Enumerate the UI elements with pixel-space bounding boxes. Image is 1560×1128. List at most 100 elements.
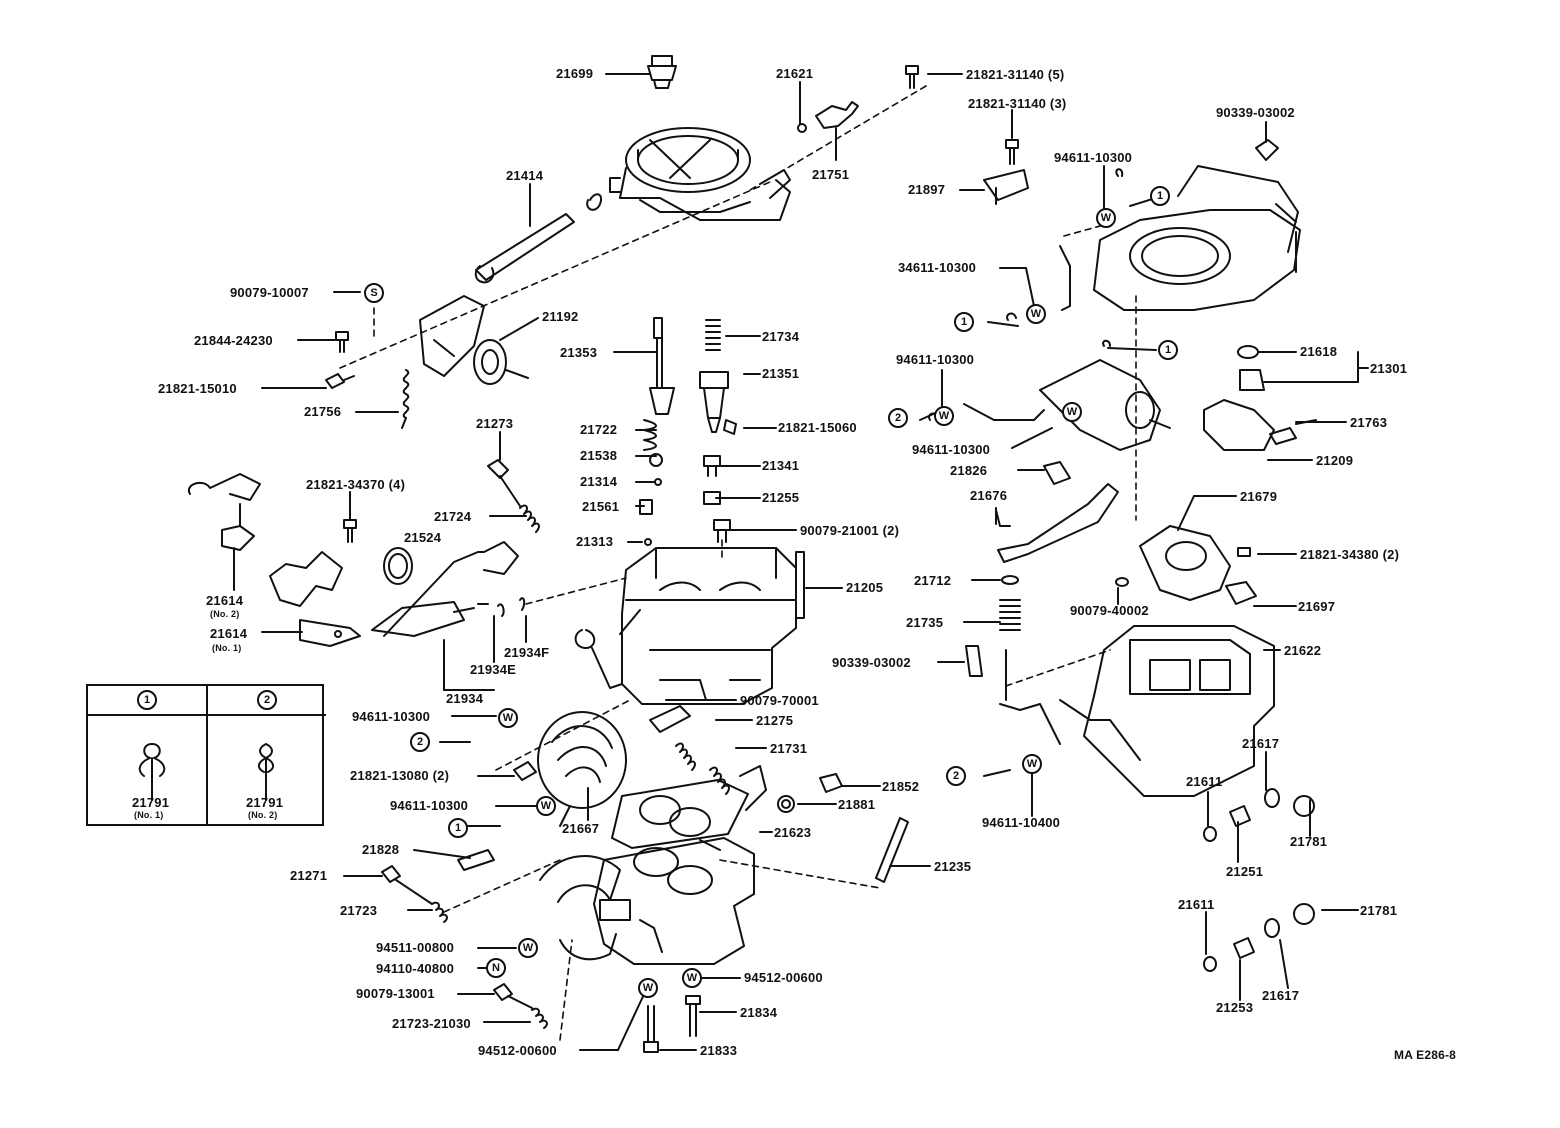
part-label: 90339-03002: [832, 655, 911, 670]
legend-col-1: 1 21791 (No. 1): [88, 686, 206, 824]
part-label: 21617: [1242, 736, 1280, 751]
legend-divider: [206, 686, 208, 824]
part-label: 21667: [562, 821, 600, 836]
part-note: (No. 1): [212, 643, 242, 653]
part-label: 21881: [838, 797, 876, 812]
part-label: 21723-21030: [392, 1016, 471, 1031]
part-label: 21833: [700, 1043, 738, 1058]
part-label: 21275: [756, 713, 794, 728]
part-label: 94611-10400: [982, 815, 1061, 830]
part-label: 21821-34370 (4): [306, 477, 406, 492]
part-label: 21255: [762, 490, 800, 505]
part-label: 21192: [542, 309, 579, 324]
part-label: 90079-70001: [740, 693, 819, 708]
part-label: 21734: [762, 329, 800, 344]
part-label: 90339-03002: [1216, 105, 1295, 120]
part-label: 94611-10300: [896, 352, 975, 367]
part-label: 21756: [304, 404, 342, 419]
part-label: 21821-31140 (5): [966, 67, 1065, 82]
clip1-marker: 1: [954, 312, 974, 332]
part-label: 21524: [404, 530, 442, 545]
part-label: 94611-10300: [1054, 150, 1133, 165]
clip1-marker: 1: [1158, 340, 1178, 360]
part-label: 90079-10007: [230, 285, 309, 300]
part-label: 21617: [1262, 988, 1300, 1003]
part-label: 21852: [882, 779, 920, 794]
washer-marker: W: [518, 938, 538, 958]
part-label: 21538: [580, 448, 618, 463]
legend-col-1-header: 1: [88, 686, 206, 716]
part-label: 21751: [812, 167, 850, 182]
part-label: 21205: [846, 580, 884, 595]
part-label: 21623: [774, 825, 812, 840]
part-label: 21611: [1178, 897, 1215, 912]
part-label: 21723: [340, 903, 378, 918]
legend-col-2: 2 21791 (No. 2): [208, 686, 326, 824]
part-label: 21414: [506, 168, 544, 183]
part-label: 21209: [1316, 453, 1354, 468]
part-label: 21724: [434, 509, 472, 524]
part-note: (No. 2): [210, 609, 240, 619]
part-label: 21618: [1300, 344, 1338, 359]
part-label: 21353: [560, 345, 598, 360]
legend-col-2-header: 2: [208, 686, 326, 716]
washer-marker: W: [536, 796, 556, 816]
part-label: 94110-40800: [376, 961, 455, 976]
part-label: 21781: [1360, 903, 1398, 918]
part-label: 90079-13001: [356, 986, 435, 1001]
part-label: 21253: [1216, 1000, 1254, 1015]
part-label: 94611-10300: [352, 709, 431, 724]
part-label: 21722: [580, 422, 618, 437]
part-label: 21697: [1298, 599, 1336, 614]
part-label: 21699: [556, 66, 594, 81]
part-label: 21781: [1290, 834, 1328, 849]
part-label: 21614: [206, 593, 244, 608]
part-label: 90079-40002: [1070, 603, 1149, 618]
diagram-code: MA E286-8: [1394, 1048, 1457, 1062]
washer-marker: W: [934, 406, 954, 426]
part-label: 21561: [582, 499, 620, 514]
part-label: 21821-15010: [158, 381, 237, 396]
part-label: 21235: [934, 859, 972, 874]
clip2-marker: 2: [946, 766, 966, 786]
part-label: 21341: [762, 458, 800, 473]
part-label: 21844-24230: [194, 333, 273, 348]
spacer-marker: S: [364, 283, 384, 303]
part-label: 21614: [210, 626, 248, 641]
part-label: 21763: [1350, 415, 1388, 430]
part-label: 21834: [740, 1005, 778, 1020]
part-label: 21897: [908, 182, 946, 197]
part-label: 21712: [914, 573, 952, 588]
part-label: 21301: [1370, 361, 1408, 376]
legend-part-2: 21791: [246, 795, 284, 810]
part-label: 21251: [1226, 864, 1264, 879]
part-label: 21934: [446, 691, 484, 706]
part-label: 21934E: [470, 662, 517, 677]
part-label: 21676: [970, 488, 1008, 503]
washer-marker: W: [1026, 304, 1046, 324]
part-label: 21314: [580, 474, 618, 489]
part-label: 21621: [776, 66, 814, 81]
legend-part-1: 21791: [132, 795, 170, 810]
legend-note-2: (No. 2): [248, 810, 278, 820]
part-label: 34611-10300: [898, 260, 977, 275]
legend-marker-2: 2: [257, 690, 277, 710]
part-label: 94611-10300: [390, 798, 469, 813]
part-label: 21273: [476, 416, 514, 431]
part-label: 94512-00600: [744, 970, 823, 985]
part-label: 21313: [576, 534, 614, 549]
part-label: 21821-34380 (2): [1300, 547, 1400, 562]
part-label: 21735: [906, 615, 944, 630]
washer-marker: W: [682, 968, 702, 988]
clip1-marker: 1: [1150, 186, 1170, 206]
washer-marker: W: [638, 978, 658, 998]
washer-marker: W: [1096, 208, 1116, 228]
nut-marker: N: [486, 958, 506, 978]
part-label: 21821-13080 (2): [350, 768, 450, 783]
part-label: 21611: [1186, 774, 1223, 789]
part-label: 21821-31140 (3): [968, 96, 1067, 111]
part-label: 90079-21001 (2): [800, 523, 900, 538]
part-label: 21271: [290, 868, 328, 883]
